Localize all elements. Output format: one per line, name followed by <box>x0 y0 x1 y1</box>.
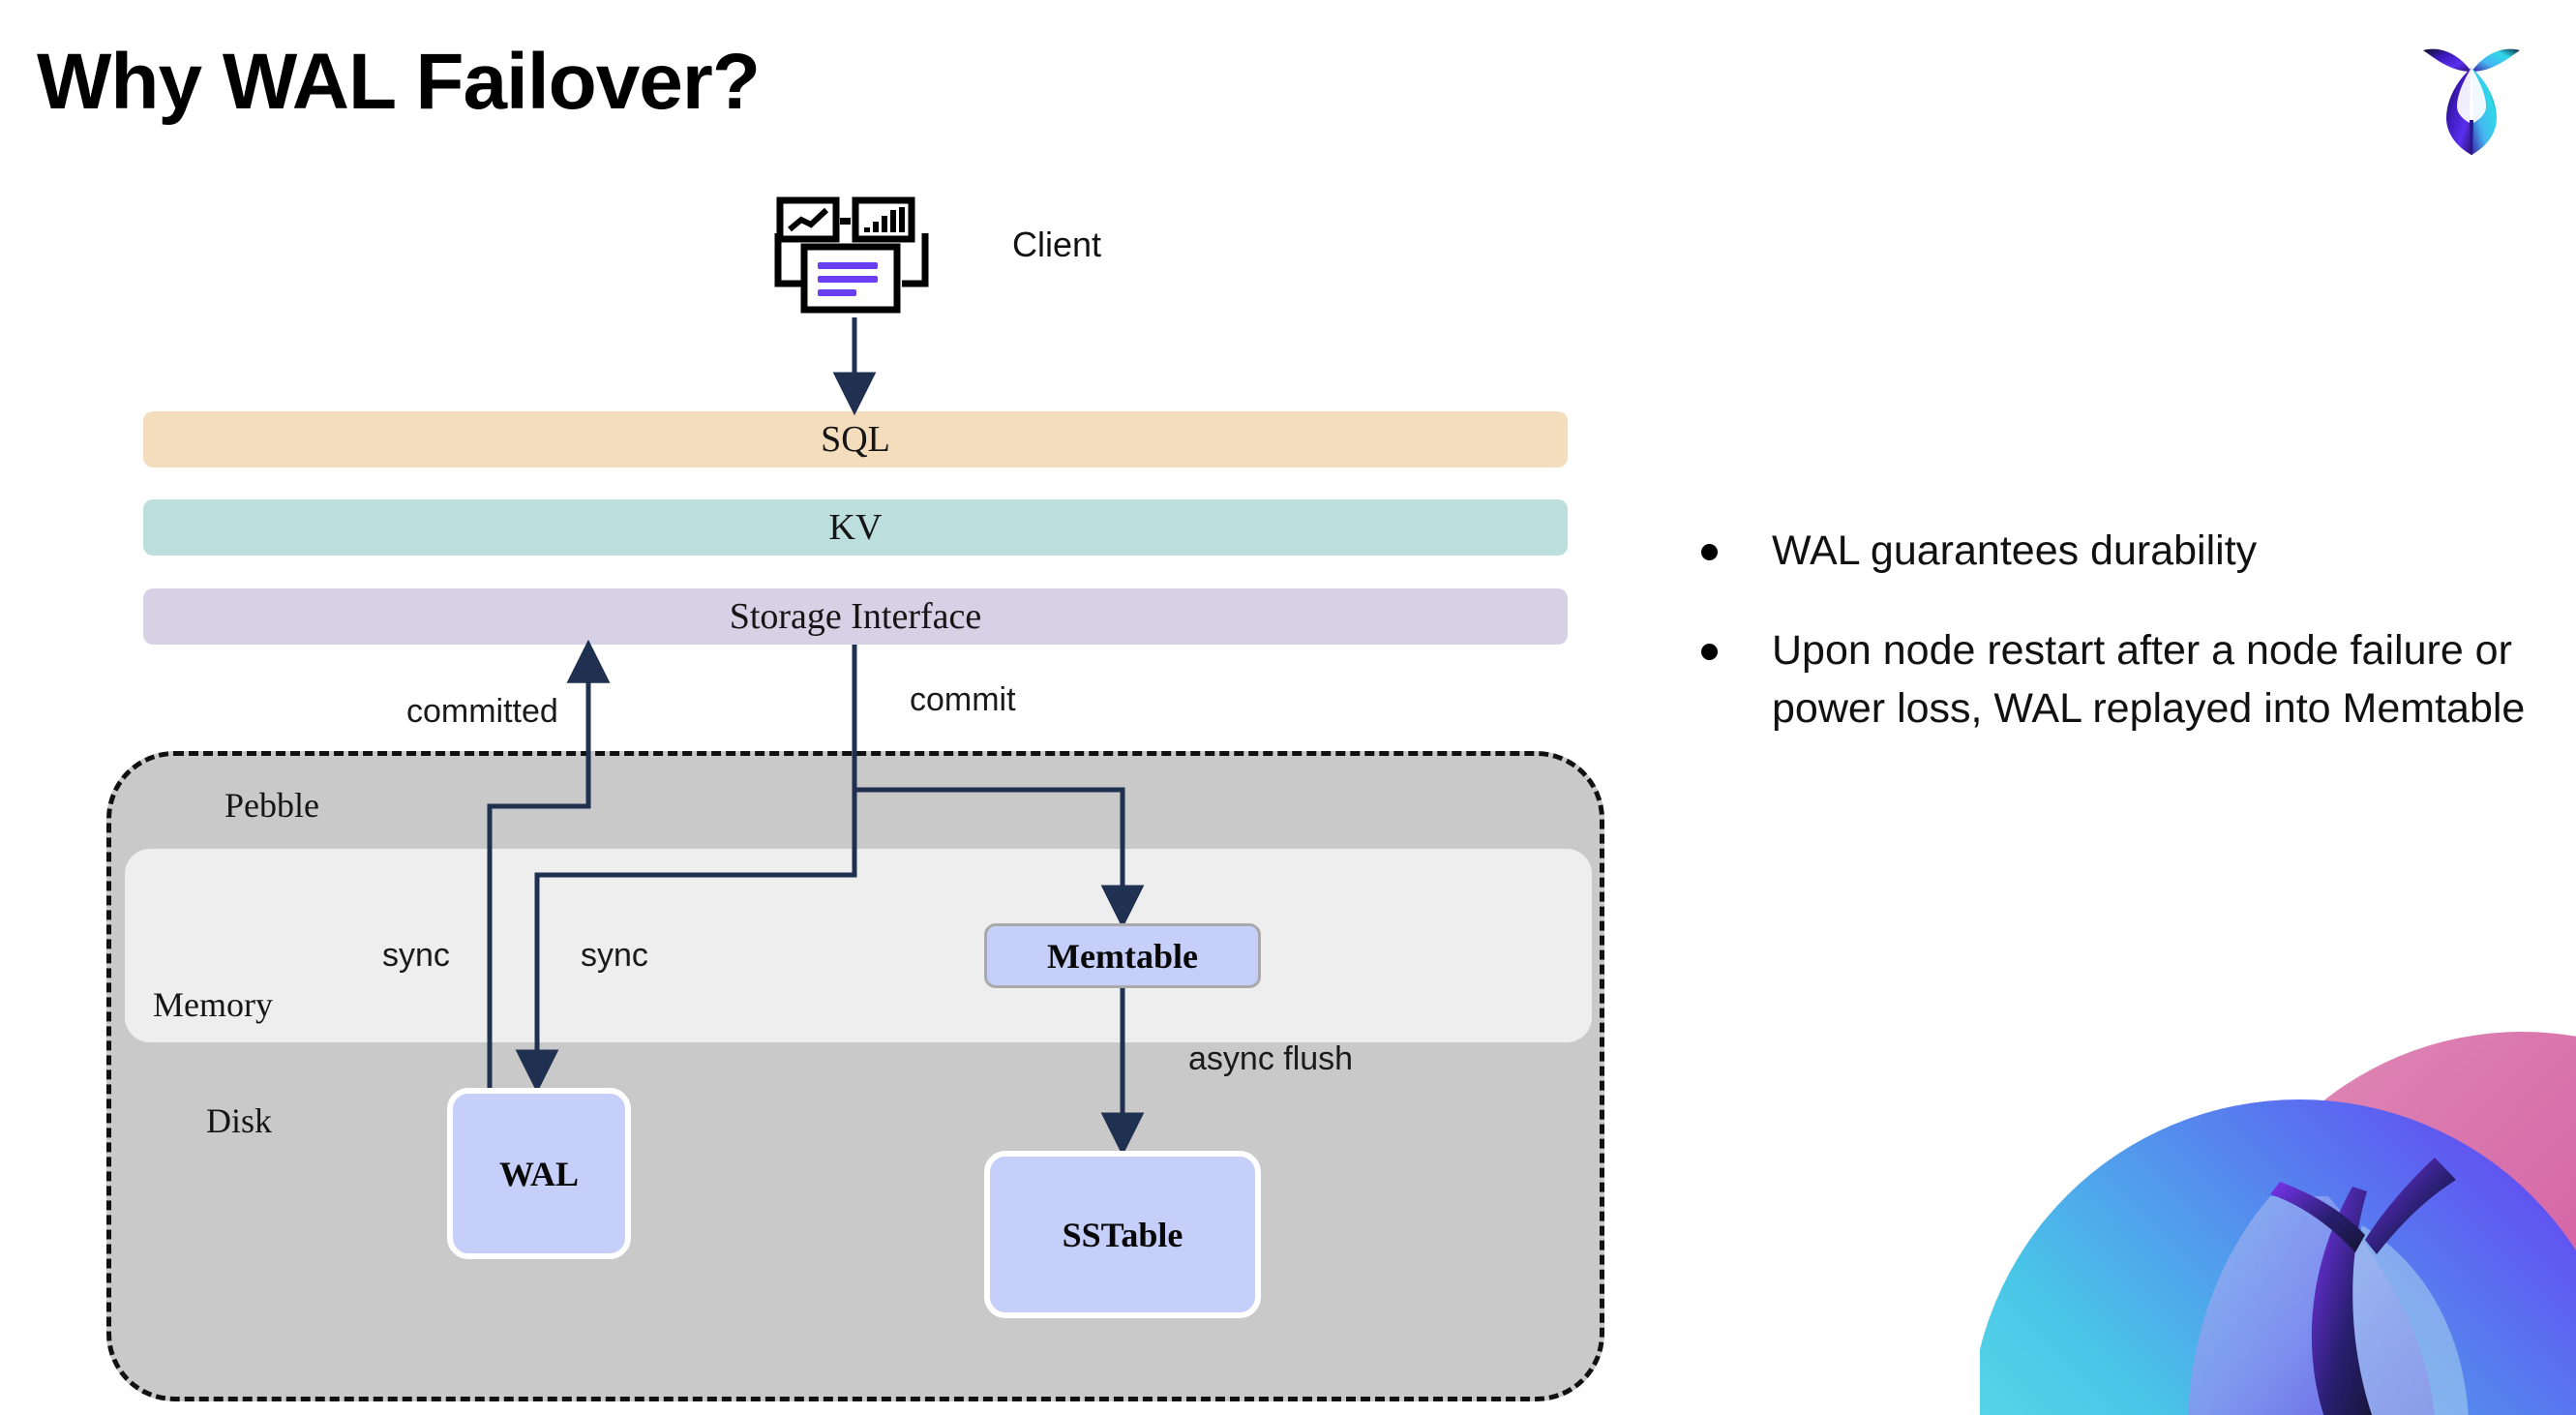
node-label-sstable: SSTable <box>1062 1215 1183 1254</box>
list-item: Upon node restart after a node failure o… <box>1701 622 2533 738</box>
list-item: WAL guarantees durability <box>1701 523 2533 580</box>
layer-bar-kv: KV <box>143 499 1568 556</box>
edge-label-committed: committed <box>406 693 558 730</box>
memory-region <box>125 849 1592 1042</box>
node-label-memtable: Memtable <box>1047 936 1198 976</box>
bullet-dot-icon <box>1701 544 1718 560</box>
edge-label-sync-left: sync <box>382 937 450 974</box>
page-title: Why WAL Failover? <box>37 38 761 126</box>
bullet-dot-icon <box>1701 644 1718 661</box>
node-memtable: Memtable <box>984 923 1261 988</box>
decorative-logo-watermark <box>1980 945 2576 1415</box>
layer-bar-storage-interface: Storage Interface <box>143 588 1568 645</box>
layer-label-kv: KV <box>828 507 883 548</box>
edge-label-async-flush: async flush <box>1188 1040 1354 1077</box>
edge-label-sync-right: sync <box>581 937 648 974</box>
node-label-wal: WAL <box>498 1154 580 1193</box>
layer-bar-sql: SQL <box>143 411 1568 467</box>
memory-label: Memory <box>153 985 273 1024</box>
client-dashboard-icon <box>774 196 929 317</box>
bullet-text: WAL guarantees durability <box>1772 527 2258 574</box>
cockroachdb-logo <box>2413 33 2530 159</box>
layer-label-sql: SQL <box>821 419 890 460</box>
node-sstable: SSTable <box>984 1151 1261 1318</box>
edge-label-commit: commit <box>910 681 1016 718</box>
pebble-container <box>106 751 1604 1401</box>
bullet-text: Upon node restart after a node failure o… <box>1772 627 2526 732</box>
pebble-label: Pebble <box>225 786 319 825</box>
node-wal: WAL <box>447 1088 631 1259</box>
client-label: Client <box>1012 225 1102 264</box>
bullet-list: WAL guarantees durability Upon node rest… <box>1701 523 2533 780</box>
disk-label: Disk <box>206 1101 273 1140</box>
layer-label-storage: Storage Interface <box>729 596 982 637</box>
